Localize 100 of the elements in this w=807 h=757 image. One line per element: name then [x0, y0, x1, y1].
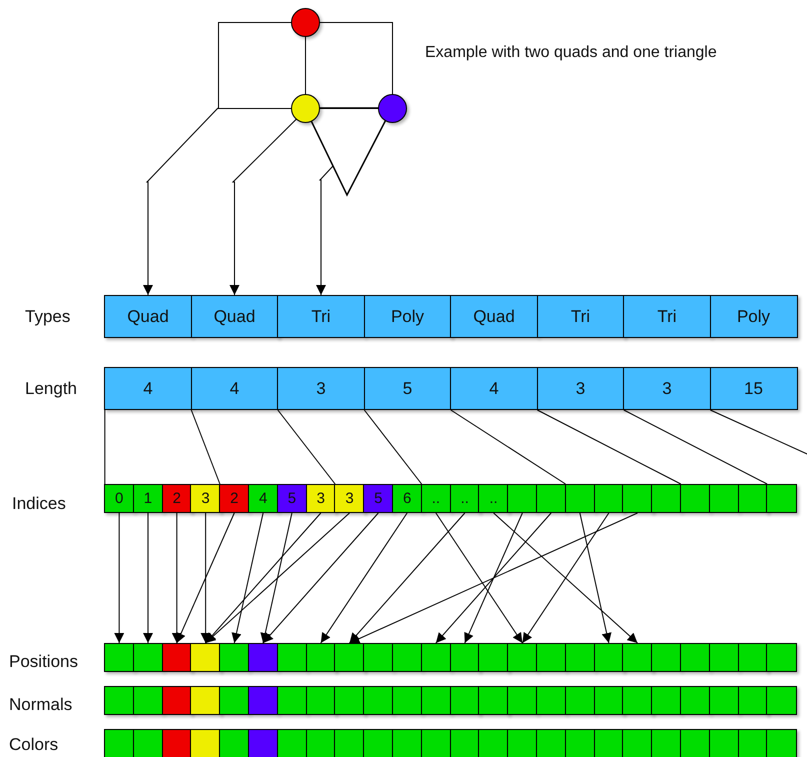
- index-cell: [766, 484, 797, 513]
- arrow: [316, 166, 334, 296]
- arrow: [205, 512, 322, 644]
- color-cell: [680, 729, 710, 757]
- index-cell: ..: [420, 484, 452, 513]
- index-cell: 3: [190, 484, 221, 513]
- arrow: [579, 512, 612, 644]
- arrow: [464, 512, 523, 644]
- position-cell: [306, 643, 336, 672]
- color-cell: [564, 729, 596, 757]
- color-cell: [392, 729, 422, 757]
- color-cell: [276, 729, 308, 757]
- length-cell: 3: [536, 367, 624, 410]
- index-cell: [507, 484, 538, 513]
- arrow: [262, 512, 379, 644]
- normal-cell: [162, 686, 192, 715]
- color-cell: [738, 729, 768, 757]
- normal-cell: [536, 686, 566, 715]
- index-cell: [708, 484, 740, 513]
- arrow: [349, 512, 466, 644]
- arrow: [522, 512, 610, 644]
- type-cell: Tri: [536, 295, 624, 338]
- index-cell: ..: [478, 484, 509, 513]
- type-cell: Quad: [450, 295, 538, 338]
- normal-cell: [594, 686, 624, 715]
- length-cell: 5: [364, 367, 452, 410]
- position-cell: [276, 643, 308, 672]
- index-cell: [622, 484, 653, 513]
- color-cell: [104, 729, 134, 757]
- index-cell: 4: [248, 484, 278, 513]
- position-cell: [478, 643, 509, 672]
- connector-line: [450, 410, 566, 484]
- arrow: [493, 512, 638, 644]
- index-cell: 1: [132, 484, 164, 513]
- color-cell: [478, 729, 509, 757]
- arrow: [176, 512, 235, 644]
- caption-text: Example with two quads and one triangle: [425, 44, 717, 62]
- normal-cell: [708, 686, 740, 715]
- index-cell: 3: [306, 484, 336, 513]
- color-cell: [420, 729, 452, 757]
- arrow: [114, 512, 124, 644]
- row-label: Types: [25, 307, 70, 327]
- connector-line: [536, 410, 682, 484]
- row-label: Positions: [9, 652, 78, 672]
- position-cell: [363, 643, 394, 672]
- row-label: Normals: [9, 695, 72, 715]
- normal-cell: [306, 686, 336, 715]
- position-cell: [450, 643, 480, 672]
- position-cell: [564, 643, 596, 672]
- position-cell: [219, 643, 250, 672]
- color-cell: [248, 729, 278, 757]
- length-cell: 4: [450, 367, 538, 410]
- normal-cell: [738, 686, 768, 715]
- normal-cell: [478, 686, 509, 715]
- normal-cell: [219, 686, 250, 715]
- length-cell: 4: [104, 367, 192, 410]
- length-cell: 3: [623, 367, 711, 410]
- index-cell: 3: [334, 484, 365, 513]
- type-cell: Quad: [104, 295, 192, 338]
- type-cell: Poly: [710, 295, 798, 338]
- normal-cell: [334, 686, 365, 715]
- color-cell: [190, 729, 221, 757]
- normal-cell: [190, 686, 221, 715]
- index-cell: [564, 484, 596, 513]
- connector-line: [190, 410, 220, 484]
- index-cell: 0: [104, 484, 134, 513]
- arrow: [205, 512, 350, 644]
- index-cell: 2: [162, 484, 192, 513]
- position-cell: [190, 643, 221, 672]
- position-cell: [651, 643, 682, 672]
- arrow: [200, 512, 211, 644]
- position-cell: [766, 643, 797, 672]
- index-cell: 5: [363, 484, 394, 513]
- type-cell: Tri: [623, 295, 711, 338]
- connector-line: [364, 410, 422, 484]
- color-cell: [622, 729, 653, 757]
- connector-line: [623, 410, 768, 484]
- connector-line: [277, 410, 336, 484]
- row-label: Colors: [9, 735, 58, 755]
- index-cell: [536, 484, 566, 513]
- type-cell: Poly: [364, 295, 452, 338]
- vertex-circle: [378, 94, 407, 123]
- index-cell: [651, 484, 682, 513]
- index-cell: 6: [392, 484, 422, 513]
- position-cell: [104, 643, 134, 672]
- normal-cell: [420, 686, 452, 715]
- row-label: Indices: [12, 494, 66, 514]
- normal-cell: [132, 686, 164, 715]
- position-cell: [507, 643, 538, 672]
- position-cell: [738, 643, 768, 672]
- position-cell: [248, 643, 278, 672]
- arrow: [435, 512, 523, 644]
- color-cell: [334, 729, 365, 757]
- index-cell: [594, 484, 624, 513]
- color-cell: [708, 729, 740, 757]
- index-cell: 2: [219, 484, 250, 513]
- position-cell: [594, 643, 624, 672]
- index-cell: ..: [450, 484, 480, 513]
- index-cell: 5: [276, 484, 308, 513]
- normal-cell: [680, 686, 710, 715]
